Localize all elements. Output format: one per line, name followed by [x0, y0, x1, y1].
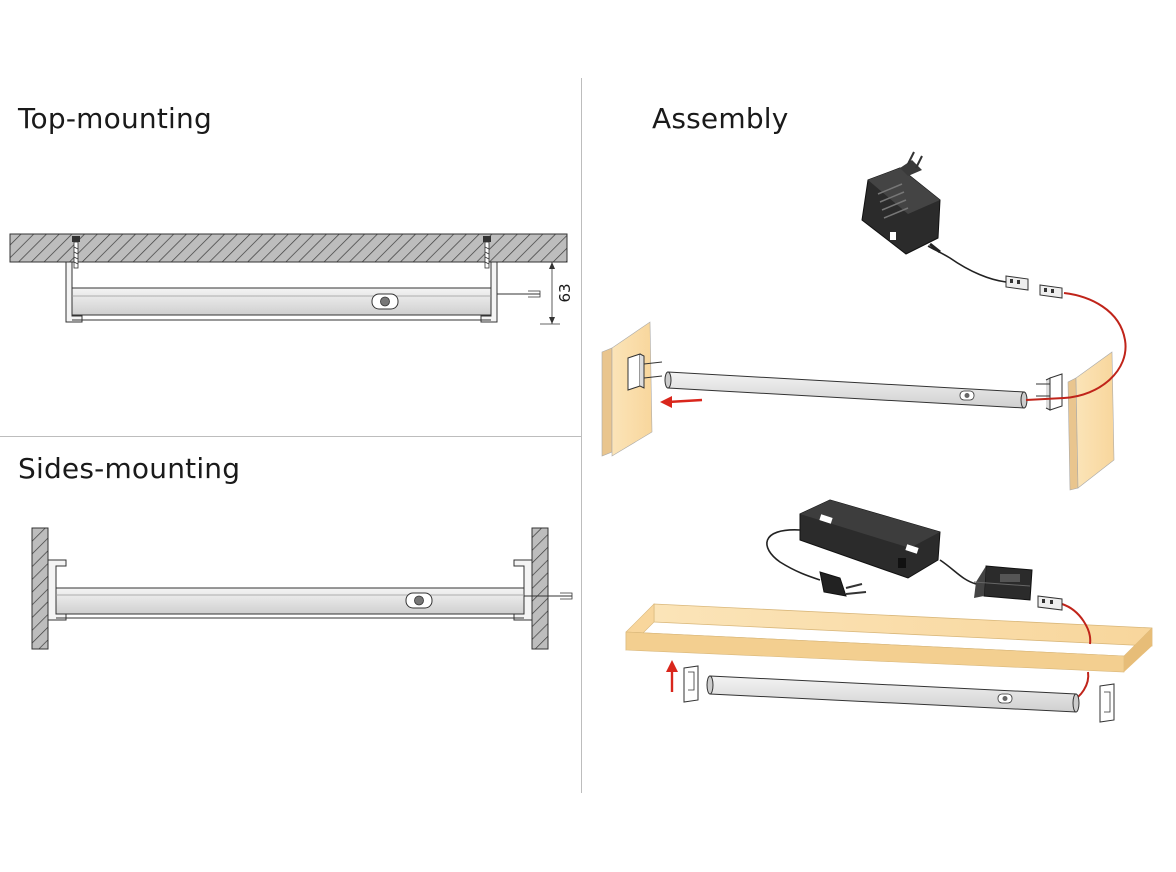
- distribution-box-icon: [973, 565, 1033, 601]
- red-cable: [1025, 292, 1127, 401]
- heading-assembly: Assembly: [652, 102, 789, 135]
- euro-plug-icon: [819, 571, 867, 597]
- mounting-clip-icon: [1036, 373, 1063, 411]
- connector-icon: [1039, 284, 1063, 299]
- left-bracket: [65, 261, 83, 323]
- connector-icon: [1005, 275, 1029, 291]
- mounting-clip-icon: [683, 665, 699, 703]
- heading-sides-mounting: Sides-mounting: [18, 452, 241, 485]
- top-mounting-diagram: 63: [9, 233, 574, 325]
- sides-mounting-diagram: [31, 527, 573, 650]
- horizontal-divider: [0, 436, 581, 437]
- assembly-side-mount-scene: [601, 151, 1127, 491]
- assembly-under-cabinet-scene: [625, 499, 1153, 723]
- vertical-divider: [581, 78, 582, 793]
- screw-icon: [72, 236, 80, 269]
- right-wood-panel: [1075, 351, 1115, 489]
- power-adapter-icon: [861, 151, 941, 255]
- under-cabinet-light-bar: [709, 675, 1077, 713]
- heading-top-mounting: Top-mounting: [18, 102, 212, 135]
- arrow-icon: [667, 398, 703, 404]
- right-side-board: [531, 527, 549, 650]
- right-bracket: [480, 261, 498, 323]
- dimension-label: 63: [556, 283, 574, 302]
- connector-icon: [1037, 595, 1063, 611]
- assembly-light-bar: [667, 371, 1025, 409]
- left-side-board: [31, 527, 49, 650]
- screw-icon: [483, 236, 491, 269]
- light-bar: [71, 287, 492, 316]
- driver-box-icon: [799, 499, 941, 579]
- mounting-clip-icon: [1099, 683, 1115, 723]
- ceiling-board: [9, 233, 568, 263]
- mounting-clip-icon: [627, 353, 663, 391]
- side-light-bar: [55, 587, 525, 615]
